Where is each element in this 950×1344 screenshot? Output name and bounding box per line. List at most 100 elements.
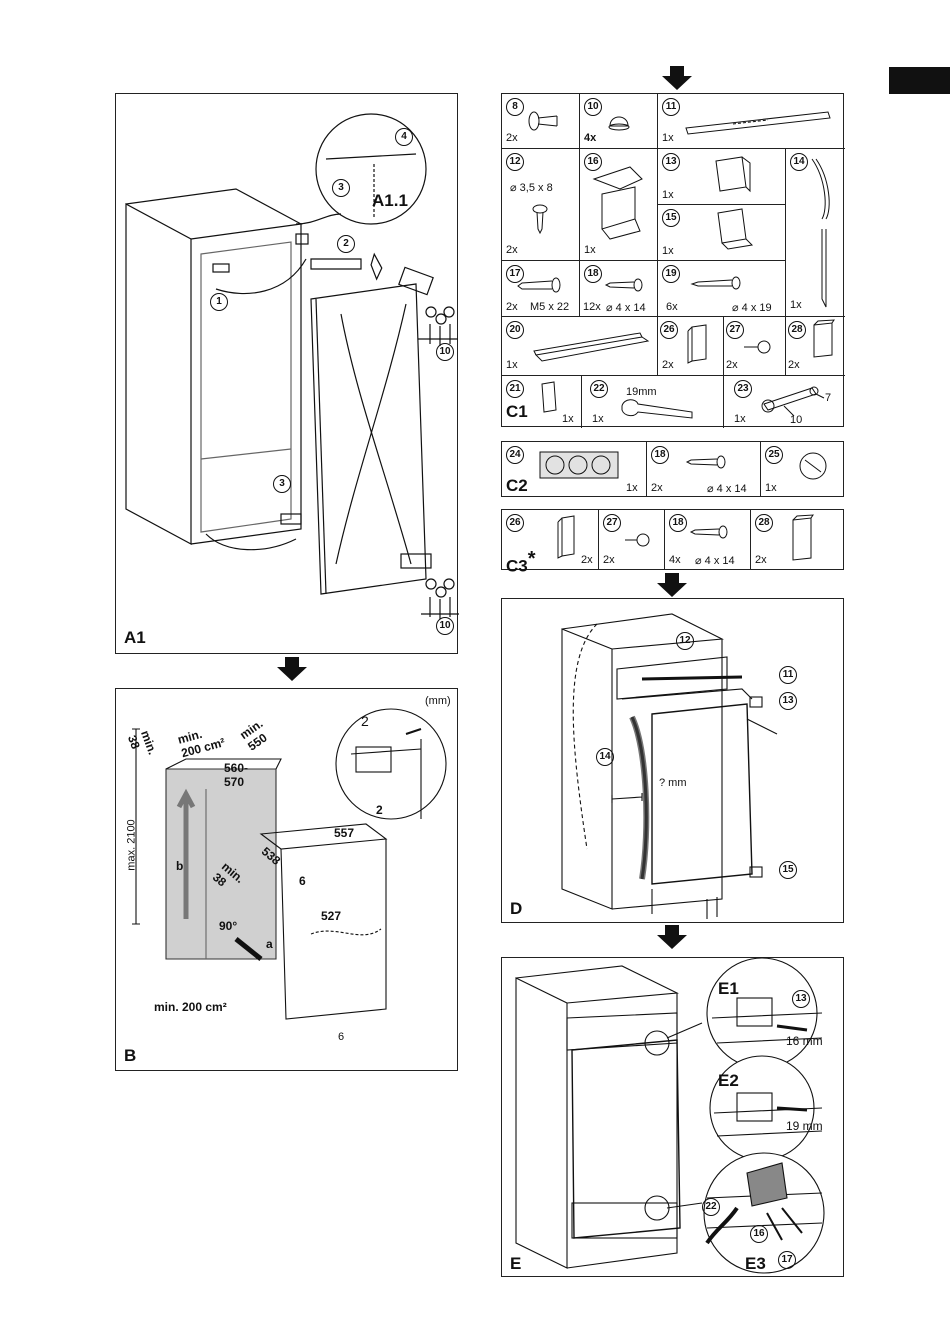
- cover-pad-icon: [541, 381, 557, 413]
- kit-c3-num-26: 26: [506, 514, 524, 532]
- a1-detail-label: A1.1: [372, 191, 408, 210]
- part-23-label-10: 10: [790, 414, 803, 426]
- arrow-a1-b: [277, 657, 307, 681]
- e2-label: E2: [718, 1071, 739, 1090]
- e1-label: E1: [718, 979, 739, 998]
- part-qty-13: 1x: [662, 189, 674, 201]
- hinge-plate-icon: [715, 156, 751, 193]
- part-cell-21: 21 C1 1x: [502, 376, 582, 428]
- hinge-tool-icon: [761, 386, 825, 417]
- d-callout-14: 14: [596, 748, 614, 766]
- part-cell-13: 13 1x: [658, 149, 786, 205]
- b-gap-2-top: 2: [361, 713, 369, 729]
- part-cell-12: 12 ⌀ 3,5 x 8 2x: [502, 149, 580, 261]
- part-num-16: 16: [584, 153, 602, 171]
- kit-c3-cell-18: 18 4x ⌀ 4 x 14: [665, 510, 751, 569]
- a1-callout-10-bottom: 10: [436, 617, 454, 635]
- part-qty-15: 1x: [662, 245, 674, 257]
- part-num-8: 8: [506, 98, 524, 116]
- a1-callout-3-top: 3: [332, 179, 350, 197]
- part-cell-19: 19 6x ⌀ 4 x 19: [658, 261, 786, 317]
- part-num-19: 19: [662, 265, 680, 283]
- kit-c1-label: C1: [506, 402, 528, 421]
- kit-c2-num-24: 24: [506, 446, 524, 464]
- kit-c3-num-28: 28: [755, 514, 773, 532]
- kit-c2-label: C2: [506, 476, 528, 495]
- screw-icon: [690, 276, 741, 290]
- part-num-17: 17: [506, 265, 524, 283]
- part-num-14: 14: [790, 153, 808, 171]
- b-dim-angle: 90°: [219, 919, 238, 933]
- d-callout-12: 12: [676, 632, 694, 650]
- bracket-icon: [592, 166, 643, 240]
- a1-callout-10-top: 10: [436, 343, 454, 361]
- b-illustration: [132, 708, 447, 1020]
- kit-c2: 24 C2 1x 18 2x ⌀ 4 x 14 25 1x: [501, 441, 844, 497]
- part-spec-17: M5 x 22: [530, 301, 570, 313]
- kit-c3-cell-28: 28 2x: [751, 510, 843, 569]
- kit-c2-qty-25: 1x: [765, 482, 777, 494]
- part-cell-11: 11 1x: [658, 94, 845, 149]
- block-icon: [813, 319, 835, 358]
- part-qty-21: 1x: [562, 413, 574, 425]
- a1-callout-4: 4: [395, 128, 413, 146]
- arrow-c3-d: [657, 573, 687, 597]
- part-num-27: 27: [726, 321, 744, 339]
- part-qty-20: 1x: [506, 359, 518, 371]
- panel-e: E1 E2 E3 16 mm 19 mm 13 22 16 17 E: [501, 957, 844, 1277]
- part-23-label-7: 7: [825, 392, 832, 404]
- part-qty-8: 2x: [506, 132, 518, 144]
- panel-b: (mm) min. 38 min. 200 cm² min. 550 560- …: [115, 688, 458, 1071]
- kit-c3-spec-18: ⌀ 4 x 14: [695, 555, 735, 567]
- part-cell-27: 27 2x: [724, 317, 786, 376]
- b-gap-6-side: 6: [299, 874, 306, 888]
- a1-callout-1: 1: [210, 293, 228, 311]
- cap-icon: [608, 116, 630, 131]
- bolt-icon: [744, 340, 771, 354]
- d-callout-11: 11: [779, 666, 797, 684]
- e3-label: E3: [745, 1254, 766, 1273]
- part-cell-17: 17 2x M5 x 22: [502, 261, 580, 317]
- clip-bracket-icon: [557, 515, 575, 559]
- part-num-18: 18: [584, 265, 602, 283]
- kit-c3-qty-28: 2x: [755, 554, 767, 566]
- part-qty-26: 2x: [662, 359, 674, 371]
- wrench-icon: [621, 399, 693, 419]
- part-qty-14: 1x: [790, 299, 802, 311]
- cap-round-icon: [799, 452, 827, 480]
- kit-c2-num-18: 18: [651, 446, 669, 464]
- part-cell-16: 16 1x: [580, 149, 658, 261]
- seal-strip-icon: [811, 158, 830, 308]
- screw-long-icon: [517, 277, 561, 293]
- part-num-26: 26: [660, 321, 678, 339]
- part-qty-16: 1x: [584, 244, 596, 256]
- kit-c2-qty-18: 2x: [651, 482, 663, 494]
- part-cell-15: 15 1x: [658, 205, 786, 261]
- b-dim-min200-bottom: min. 200 cm²: [154, 1000, 227, 1014]
- part-qty-10: 4x: [584, 132, 597, 144]
- kit-c3-asterisk: *: [527, 548, 536, 570]
- language-tab-marker: [889, 67, 950, 94]
- part-spec-19: ⌀ 4 x 19: [732, 302, 772, 314]
- part-num-13: 13: [662, 153, 680, 171]
- a1-callout-3-bottom: 3: [273, 475, 291, 493]
- screw-icon: [685, 455, 726, 469]
- kit-c3-cell-27: 27 2x: [599, 510, 665, 569]
- a1-panel-label: A1: [124, 628, 146, 647]
- part-num-20: 20: [506, 321, 524, 339]
- kit-c3-num-27: 27: [603, 514, 621, 532]
- e-illustration: [515, 957, 825, 1274]
- plugs-strip-icon: [539, 451, 619, 479]
- part-cell-14: 14 1x: [786, 149, 845, 317]
- kit-c3-qty-18: 4x: [669, 554, 681, 566]
- parts-grid: 8 2x 10 4x 11 1x 12 ⌀ 3,5 x 8 2x 16 1x 1…: [501, 93, 845, 428]
- handle-cover-icon: [533, 332, 650, 362]
- b-unit-label: (mm): [425, 695, 451, 707]
- part-qty-22: 1x: [592, 413, 604, 425]
- arrow-d-e: [657, 925, 687, 949]
- e2-dimension: 19 mm: [786, 1119, 823, 1133]
- kit-c3-qty-27: 2x: [603, 554, 615, 566]
- e1-dimension: 16 mm: [786, 1034, 823, 1048]
- part-cell-8: 8 2x: [502, 94, 580, 149]
